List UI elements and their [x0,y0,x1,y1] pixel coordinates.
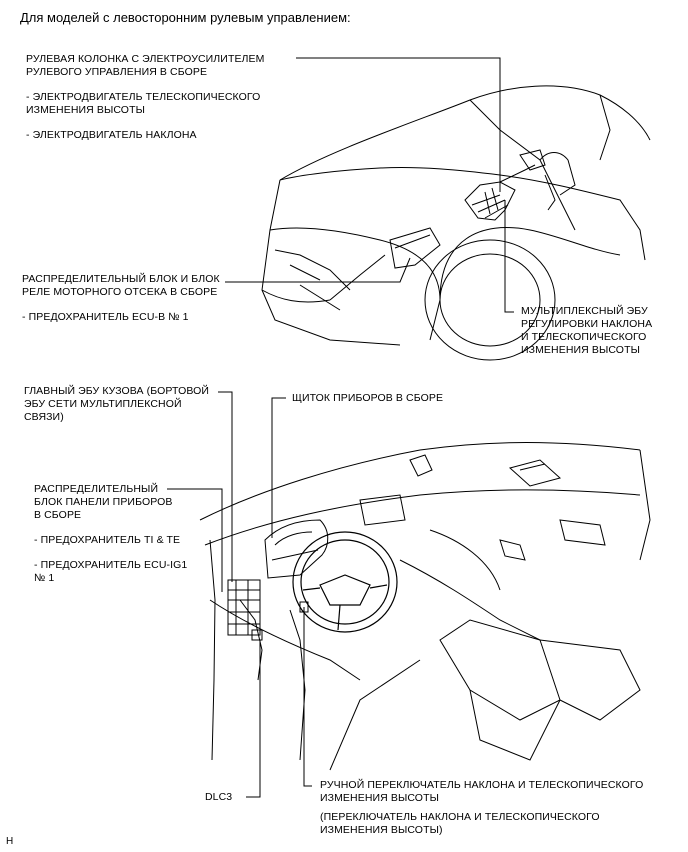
car-exterior-illustration [261,85,651,361]
label-line: - ЭЛЕКТРОДВИГАТЕЛЬ ТЕЛЕСКОПИЧЕСКОГО [26,91,261,103]
label-steering-column: РУЛЕВАЯ КОЛОНКА С ЭЛЕКТРОУСИЛИТЕЛЕМ РУЛЕ… [26,53,265,142]
callout-leaders [167,57,514,798]
leader-tilt-switch [303,607,312,787]
label-line: ГЛАВНЫЙ ЭБУ КУЗОВА (БОРТОВОЙ [24,385,210,397]
label-line: РЕЛЕ МОТОРНОГО ОТСЕКА В СБОРЕ [22,286,218,298]
label-line: РАСПРЕДЕЛИТЕЛЬНЫЙ БЛОК И БЛОК [22,273,220,285]
steering-wheel-part [292,531,398,633]
leader-combination-meter [271,397,286,538]
junction-block-part [227,579,309,641]
label-line: РУЛЕВАЯ КОЛОНКА С ЭЛЕКТРОУСИЛИТЕЛЕМ [26,53,265,65]
leader-instrument-panel-block [167,488,223,592]
label-line: - ПРЕДОХРАНИТЕЛЬ ECU-B № 1 [22,311,189,323]
steering-column-part [464,164,536,221]
label-line: - ЭЛЕКТРОДВИГАТЕЛЬ НАКЛОНА [26,129,197,141]
leader-engine-room-block [225,257,411,283]
label-line: БЛОК ПАНЕЛИ ПРИБОРОВ [34,496,173,508]
label-instrument-panel-block: РАСПРЕДЕЛИТЕЛЬНЫЙ БЛОК ПАНЕЛИ ПРИБОРОВ В… [34,483,187,585]
label-multiplex-ecu: МУЛЬТИПЛЕКСНЫЙ ЭБУ РЕГУЛИРОВКИ НАКЛОНА И… [521,305,652,357]
instrument-cluster-part [264,519,329,579]
leader-multiplex-ecu [504,200,514,313]
leader-steering-column [296,57,501,192]
footer-mark: H [6,836,14,847]
label-line: РУЛЕВОГО УПРАВЛЕНИЯ В СБОРЕ [26,66,208,78]
label-tilt-switch: РУЧНОЙ ПЕРЕКЛЮЧАТЕЛЬ НАКЛОНА И ТЕЛЕСКОПИ… [320,779,643,837]
page-heading: Для моделей с левосторонним рулевым упра… [20,10,351,25]
label-main-body-ecu: ГЛАВНЫЙ ЭБУ КУЗОВА (БОРТОВОЙ ЭБУ СЕТИ МУ… [24,385,209,424]
label-dlc3: DLC3 [205,791,232,804]
label-line: ЩИТОК ПРИБОРОВ В СБОРЕ [292,392,444,404]
label-line: РЕГУЛИРОВКИ НАКЛОНА [521,318,653,330]
leader-dlc3 [246,640,261,798]
label-line: МУЛЬТИПЛЕКСНЫЙ ЭБУ [521,305,648,317]
label-line: СВЯЗИ) [24,411,64,423]
label-line: В СБОРЕ [34,509,82,521]
label-line: РАСПРЕДЕЛИТЕЛЬНЫЙ [34,483,159,495]
label-line: ИЗМЕНЕНИЯ ВЫСОТЫ [320,792,439,804]
label-line: № 1 [34,572,55,584]
label-line: ИЗМЕНЕНИЯ ВЫСОТЫ) [320,824,443,836]
dashboard-interior-illustration [199,442,651,771]
label-line: И ТЕЛЕСКОПИЧЕСКОГО [521,331,647,343]
label-line: ЭБУ СЕТИ МУЛЬТИПЛЕКСНОЙ [24,398,182,410]
label-line: РУЧНОЙ ПЕРЕКЛЮЧАТЕЛЬ НАКЛОНА И ТЕЛЕСКОПИ… [320,779,644,791]
dlc3-connector-part [251,629,263,641]
label-combination-meter: ЩИТОК ПРИБОРОВ В СБОРЕ [292,392,443,405]
label-line: - ПРЕДОХРАНИТЕЛЬ TI & TE [34,534,181,546]
label-line: DLC3 [205,791,233,803]
tilt-switch-part [299,601,309,613]
label-line: ИЗМЕНЕНИЯ ВЫСОТЫ [26,104,145,116]
label-engine-room-block: РАСПРЕДЕЛИТЕЛЬНЫЙ БЛОК И БЛОК РЕЛЕ МОТОР… [22,273,220,324]
leader-main-body-ecu [218,391,233,582]
label-line: (ПЕРЕКЛЮЧАТЕЛЬ НАКЛОНА И ТЕЛЕСКОПИЧЕСКОГ… [320,811,600,823]
label-line: ИЗМЕНЕНИЯ ВЫСОТЫ [521,344,640,356]
label-line: - ПРЕДОХРАНИТЕЛЬ ECU-IG1 [34,559,188,571]
